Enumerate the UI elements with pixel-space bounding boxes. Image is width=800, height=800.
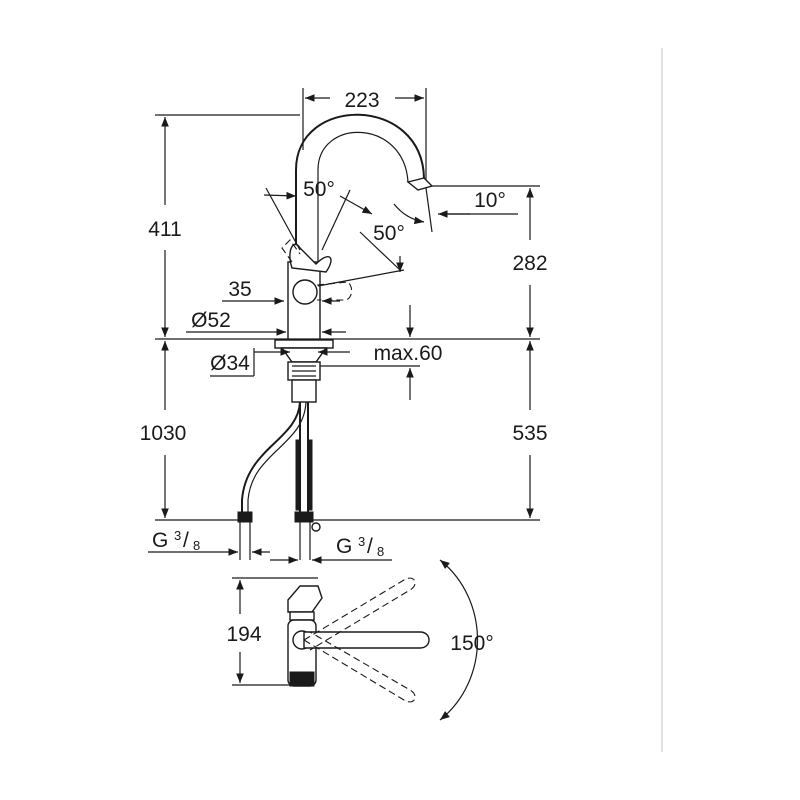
svg-text:/: / (183, 529, 189, 552)
dim-shank-length: 535 (512, 422, 547, 445)
dim-total-height: 411 (148, 218, 181, 241)
spout-outlet (406, 177, 434, 191)
dim-spout-tilt: 10° (474, 189, 506, 212)
thread-label-left: G 3 / 8 (152, 528, 200, 553)
svg-text:3: 3 (174, 528, 181, 543)
faucet-elevation (237, 113, 434, 560)
spout-inner (317, 131, 409, 270)
hose-connector-right (294, 511, 314, 523)
swivel-arc (439, 559, 478, 721)
dim-hose-length: 1030 (140, 422, 187, 445)
dim-hole-diameter: Ø34 (210, 352, 250, 375)
pull-hose (241, 401, 301, 515)
svg-text:G: G (336, 535, 352, 558)
plan-lever (287, 585, 323, 613)
dim-base-diameter: Ø52 (191, 309, 231, 332)
base-flange (274, 339, 334, 349)
plan-spout-alt-down (303, 631, 416, 703)
svg-text:8: 8 (193, 538, 200, 553)
shank (291, 379, 317, 403)
plan-spout (303, 631, 430, 649)
lever-alt-left (281, 239, 301, 263)
dim-spout-reach: 223 (344, 89, 379, 112)
dimension-lines (148, 88, 540, 564)
dim-lever-offset: 35 (228, 278, 251, 301)
plan-spout-alt-up (303, 577, 416, 651)
plan-base (289, 671, 315, 687)
dim-lever-angle-right: 50° (373, 222, 405, 245)
dim-swivel-angle: 150° (450, 632, 493, 655)
svg-text:/: / (367, 535, 373, 558)
dim-plan-depth: 194 (226, 623, 261, 646)
spout-outer (295, 113, 425, 270)
thread-label-right: G 3 / 8 (336, 534, 384, 559)
lever (289, 243, 332, 273)
base-cone (280, 347, 328, 363)
dim-max-deck: max.60 (374, 342, 443, 365)
faucet-plan-view (232, 559, 478, 721)
svg-text:G: G (152, 529, 168, 552)
dim-lever-angle-left: 50° (303, 178, 335, 201)
svg-text:8: 8 (377, 544, 384, 559)
lever-pivot (292, 279, 318, 305)
dim-spout-height: 282 (512, 252, 547, 275)
svg-text:3: 3 (358, 534, 365, 549)
hose-connector-left (237, 511, 253, 523)
